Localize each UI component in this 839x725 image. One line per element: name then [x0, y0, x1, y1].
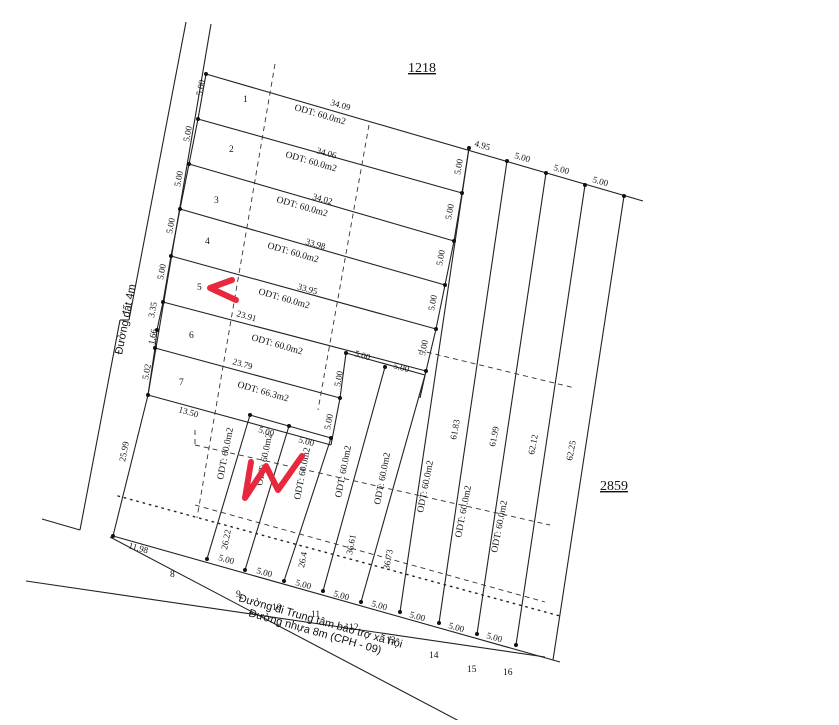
dim-label: 5.00: [392, 360, 410, 374]
dim-label: 61.83: [448, 418, 462, 440]
dim-label: 5.00: [297, 434, 315, 448]
lot-number: 8: [170, 570, 175, 580]
dim-label: 26.4: [296, 551, 309, 569]
dim-label: 36.73: [381, 548, 395, 570]
dim-label: 5.00: [353, 348, 371, 362]
dim-label: 23.91: [235, 308, 257, 323]
parcel-2859-label: 2859: [600, 479, 628, 494]
lot-number: 4: [205, 237, 210, 247]
dim-label: 5.00: [447, 620, 465, 634]
dim-label: 5.02: [140, 363, 153, 380]
dim-label: 61.99: [487, 425, 501, 447]
dim-label: 5.00: [181, 125, 194, 143]
dim-label: 36.61: [344, 534, 358, 556]
lot-number: 1: [243, 95, 248, 105]
road-reserve-line: [117, 495, 561, 617]
lot-number: 15: [467, 665, 477, 675]
dim-label: 62.12: [526, 434, 540, 456]
lot-number: 9: [236, 590, 241, 600]
lot-number: 13: [386, 636, 396, 646]
lot-boundaries: [112, 73, 644, 663]
dim-label: 1.66: [146, 328, 159, 346]
dim-label: 33.95: [296, 281, 319, 296]
vertices: [111, 72, 626, 647]
lot-number: 5: [197, 283, 202, 293]
dim-label: 5.00: [452, 158, 465, 176]
dim-label: 5.00: [552, 162, 570, 176]
dim-label: 5.00: [255, 565, 273, 579]
dim-label: 5.00: [194, 79, 207, 97]
dim-label: 5.00: [417, 339, 430, 357]
dimension-labels: 34.09 34.06 34.02 33.98 33.95 23.91 23.7…: [117, 79, 610, 645]
dim-label: 33.98: [304, 236, 327, 251]
dim-label: 5.00: [426, 294, 439, 312]
dim-label: 5.00: [322, 413, 335, 431]
dim-label: 5.00: [332, 370, 345, 388]
area-label: ODT: 66.3m2: [236, 380, 290, 404]
dim-label: 5.00: [172, 170, 185, 188]
parcel-1218-label: 1218: [408, 61, 436, 76]
dim-label: 34.02: [311, 191, 333, 206]
lot-number: 11: [311, 610, 320, 620]
check-mark-icon: [242, 453, 305, 501]
dim-label: 3.35: [146, 301, 159, 319]
dim-label: 5.00: [332, 588, 350, 602]
dim-label: 13.50: [177, 404, 200, 419]
area-label: ODT: 60.0m2: [454, 485, 474, 539]
dim-label: 62.25: [564, 439, 578, 461]
dim-label: 5.00: [513, 150, 531, 164]
lot-number: 6: [189, 331, 194, 341]
dim-label: 5.00: [408, 609, 426, 623]
dim-label: 5.00: [217, 552, 235, 566]
dim-label: 5.00: [164, 217, 177, 235]
lot-number: 3: [214, 196, 219, 206]
dim-label: 5.00: [485, 630, 503, 644]
dim-label: 5.00: [591, 174, 609, 188]
lot-number: 16: [503, 668, 513, 678]
dim-label: 4.95: [473, 138, 491, 152]
dim-label: 5.00: [294, 577, 312, 591]
setback-lines: [194, 63, 576, 603]
dim-label: 5.00: [434, 249, 447, 267]
dim-label: 25.99: [117, 440, 131, 462]
lot-numbers: 1 2 3 4 5 6 7 8 9 10 11 12 13 14 15 16: [170, 95, 513, 678]
lot-number: 10: [272, 603, 282, 613]
dim-label: 5.00: [370, 598, 388, 612]
west-road-label: Đường đất 4m: [113, 283, 138, 355]
south-road: [25, 536, 546, 725]
lot-number: 14: [429, 651, 439, 661]
lot-number: 7: [179, 378, 184, 388]
lot-number: 2: [229, 145, 234, 155]
arrow-mark-icon: [207, 277, 239, 303]
dim-label: 34.06: [315, 145, 338, 160]
dim-label: 11.98: [127, 540, 149, 555]
lot-number: 12: [349, 623, 359, 633]
dim-label: 5.00: [155, 263, 168, 281]
dim-label: 5.00: [443, 203, 456, 221]
dim-label: 26.22: [219, 529, 233, 551]
red-annotation-marks: [207, 277, 305, 501]
dim-label: 5.00: [257, 424, 275, 438]
